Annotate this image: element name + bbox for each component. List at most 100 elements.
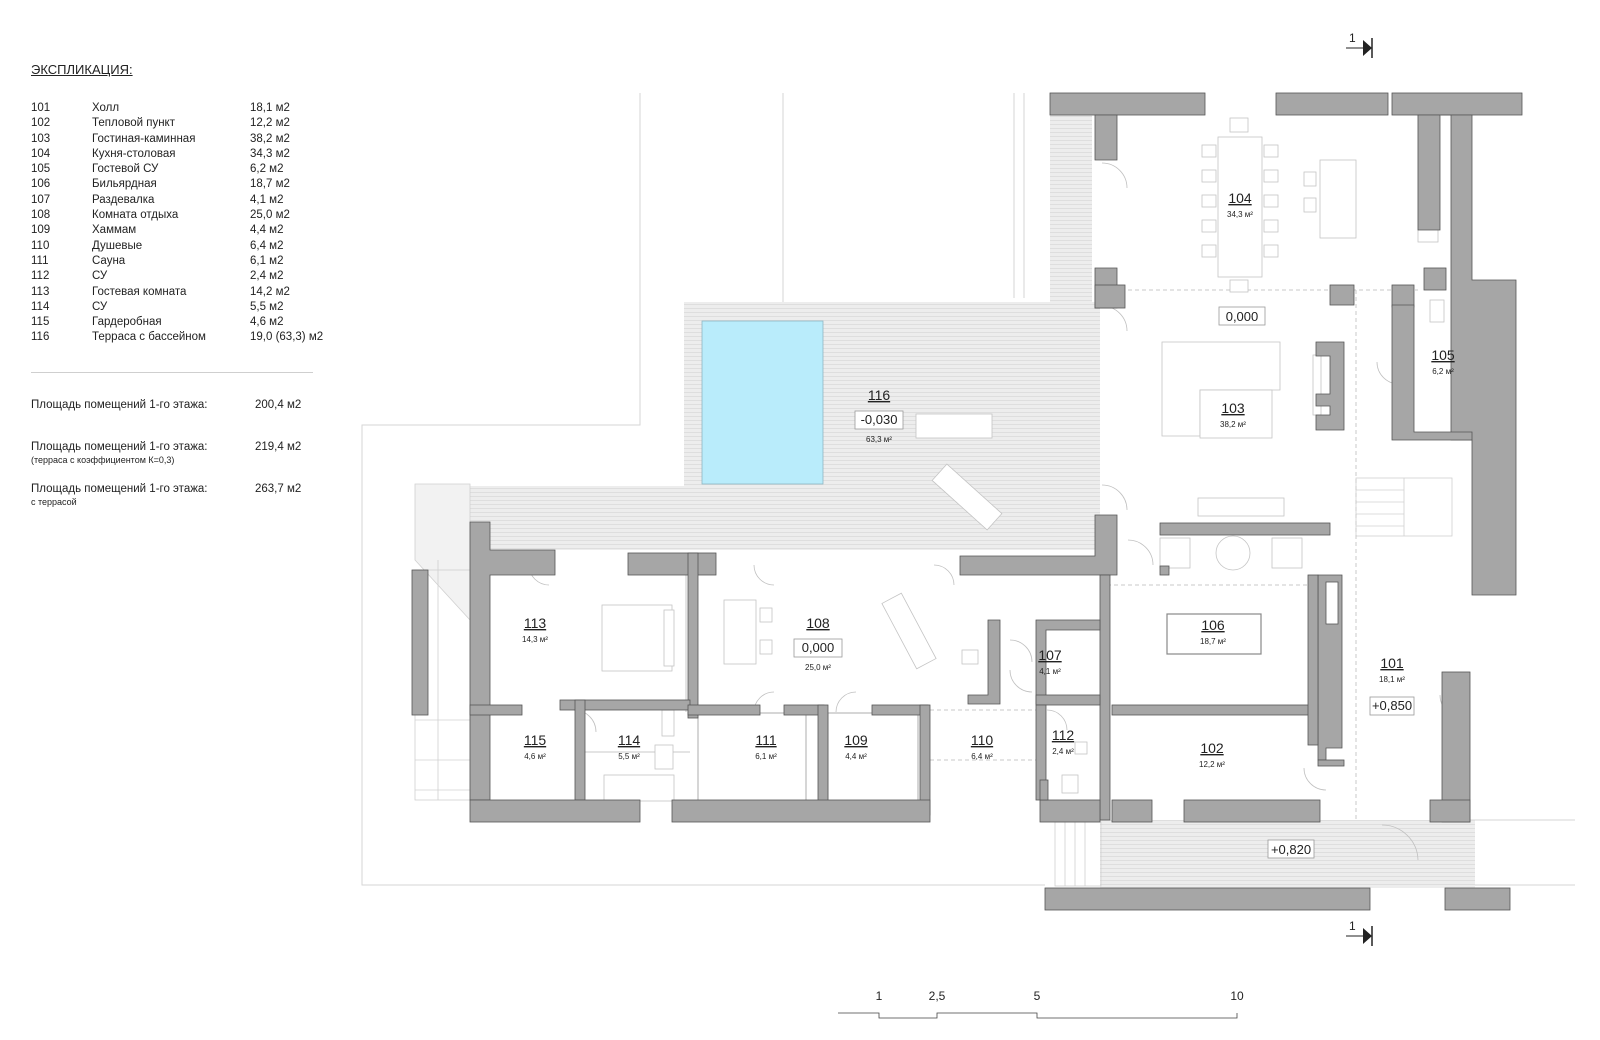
legend-row: 103 Гостиная-каминная 38,2 м2 [31, 132, 331, 147]
room-area: 6,4 м² [971, 752, 993, 761]
svg-text:1: 1 [1349, 31, 1356, 45]
legend-name: Тепловой пункт [92, 117, 175, 130]
legend-area: 6,1 м2 [250, 254, 284, 267]
legend-area: 2,4 м2 [250, 270, 284, 283]
legend-area: 12,2 м2 [250, 117, 290, 130]
summary-value: 200,4 м2 [255, 398, 302, 411]
room-area: 63,3 м² [866, 435, 892, 444]
legend-num: 116 [31, 331, 50, 344]
legend-row: 116 Терраса с бассейном 19,0 (63,3) м2 [31, 330, 331, 345]
bed [601, 604, 673, 672]
legend-num: 109 [31, 224, 51, 237]
scale-tick-1: 1 [876, 989, 883, 1003]
legend-area: 5,5 м2 [250, 300, 284, 313]
room-level: 0,000 [802, 640, 835, 655]
legend-divider [31, 371, 313, 373]
legend-num: 105 [31, 163, 51, 176]
legend-name: Бильярдная [92, 178, 157, 191]
room-number: 101 [1380, 655, 1404, 671]
scale-tick-5: 5 [1034, 989, 1041, 1003]
legend-area: 14,2 м2 [250, 285, 290, 298]
room-level: -0,030 [861, 412, 898, 427]
room-area: 12,2 м² [1199, 760, 1225, 769]
scale-tick-2-5: 2,5 [929, 989, 946, 1003]
room-area: 2,4 м² [1052, 747, 1074, 756]
legend-num: 104 [31, 147, 51, 160]
legend-name: Раздевалка [92, 193, 155, 206]
legend-name: Комната отдыха [92, 209, 179, 222]
room-label-111: 111 6,1 м² [755, 732, 777, 761]
room-number: 114 [618, 732, 641, 748]
summary-label: Площадь помещений 1-го этажа: [31, 398, 208, 411]
legend-name: Гардеробная [92, 316, 162, 329]
scale-tick-10: 10 [1230, 989, 1244, 1003]
legend-area: 34,3 м2 [250, 147, 290, 160]
legend-area: 18,1 м2 [250, 102, 290, 114]
room-number: 111 [755, 732, 776, 748]
room-number: 106 [1201, 617, 1225, 633]
room-number: 103 [1221, 400, 1245, 416]
room-area: 4,1 м² [1039, 667, 1061, 676]
summary-note: с террасой [31, 496, 77, 507]
room-area: 18,1 м² [1379, 675, 1405, 684]
legend-name: Гостиная-каминная [92, 132, 196, 145]
room-label-114: 114 5,5 м² [618, 732, 641, 761]
terrace-furniture [881, 413, 1003, 670]
dining-table [1217, 136, 1263, 278]
level-tags: 0,000 +0,820 [1218, 306, 1315, 859]
room-number: 115 [524, 732, 547, 748]
room-number: 105 [1431, 347, 1455, 363]
billiard-table [1166, 613, 1262, 655]
room-area: 38,2 м² [1220, 420, 1246, 429]
legend-num: 108 [31, 209, 51, 222]
legend-num: 114 [31, 300, 50, 313]
summary-item: Площадь помещений 1-го этажа:219,4 м2(те… [31, 441, 331, 469]
summary-label: Площадь помещений 1-го этажа: [31, 482, 208, 495]
room-number: 108 [806, 615, 830, 631]
legend-name: Гостевая комната [92, 285, 187, 298]
room-number: 116 [868, 387, 891, 403]
level-living: 0,000 [1226, 309, 1259, 324]
room-area: 34,3 м² [1227, 210, 1253, 219]
legend-num: 103 [31, 132, 51, 145]
scale-bar: 1 2,5 5 10 [838, 989, 1244, 1019]
section-marker-top: 1 [1346, 31, 1373, 58]
room-area: 6,1 м² [755, 752, 777, 761]
legend-num: 101 [31, 102, 51, 114]
legend-name: СУ [92, 300, 108, 313]
room-area: 5,5 м² [618, 752, 640, 761]
legend-name: СУ [92, 270, 108, 283]
legend-name: Терраса с бассейном [92, 331, 206, 344]
room-label-116: 116 -0,030 63,3 м² [854, 387, 904, 444]
legend-area: 38,2 м2 [250, 132, 290, 145]
summary-note: (терраса с коэффициентом К=0,3) [31, 454, 175, 465]
legend-area: 19,0 (63,3) м2 [250, 331, 324, 344]
summary-label: Площадь помещений 1-го этажа: [31, 440, 208, 453]
legend-name: Кухня-столовая [92, 147, 176, 160]
legend-area: 4,1 м2 [250, 193, 284, 206]
legend-name: Душевые [92, 239, 143, 252]
legend-name: Хаммам [92, 224, 137, 237]
kitchen-island [1319, 159, 1357, 239]
level-porch: +0,820 [1271, 842, 1311, 857]
